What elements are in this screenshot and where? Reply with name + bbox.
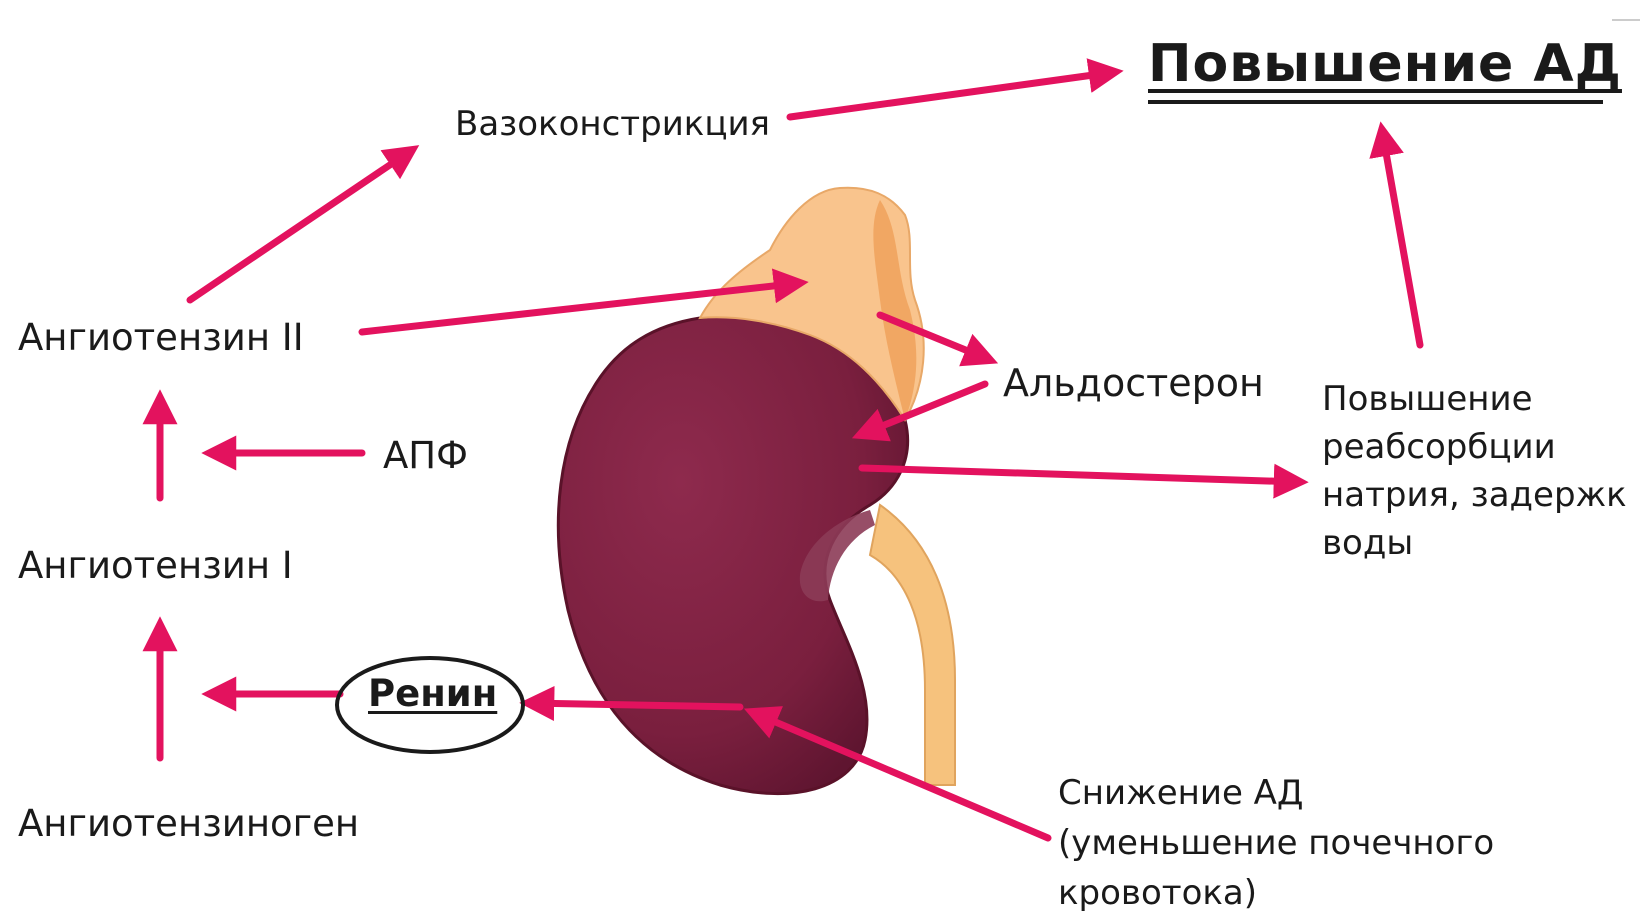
arrow-reabsorption-to-bp-rise [1382, 130, 1420, 345]
arrow-kidney-to-reabsorption [862, 468, 1300, 482]
arrow-angiotensin2-to-vasoconstriction [190, 150, 412, 300]
label-ace: АПФ [383, 434, 468, 477]
label-sodium-reabsorption: Повышение реабсорбции натрия, задержк во… [1322, 375, 1640, 567]
label-angiotensin-2: Ангиотензин II [18, 316, 304, 359]
label-sodium-reabsorption-line: Повышение [1322, 375, 1640, 423]
label-bp-drop: Снижение АД (уменьшение почечного кровот… [1058, 768, 1494, 918]
arrow-vasoconstriction-to-bp-rise [790, 72, 1115, 117]
label-aldosterone: Альдостерон [1003, 361, 1264, 405]
label-sodium-reabsorption-line: натрия, задержк [1322, 471, 1640, 519]
label-angiotensin-1: Ангиотензин I [18, 544, 293, 587]
label-angiotensinogen: Ангиотензиноген [18, 802, 359, 845]
label-bp-drop-line: (уменьшение почечного [1058, 818, 1494, 868]
label-bp-drop-line: кровотока) [1058, 868, 1494, 918]
kidney-illustration [558, 314, 907, 794]
label-sodium-reabsorption-line: воды [1322, 519, 1640, 567]
arrow-kidney-to-renin [528, 703, 740, 707]
ureter-illustration [870, 505, 955, 785]
label-bp-drop-line: Снижение АД [1058, 768, 1494, 818]
label-vasoconstriction: Вазоконстрикция [455, 104, 770, 144]
label-renin: Ренин [368, 672, 497, 715]
label-sodium-reabsorption-line: реабсорбции [1322, 423, 1640, 471]
diagram-title: Повышение АД [1148, 34, 1622, 94]
